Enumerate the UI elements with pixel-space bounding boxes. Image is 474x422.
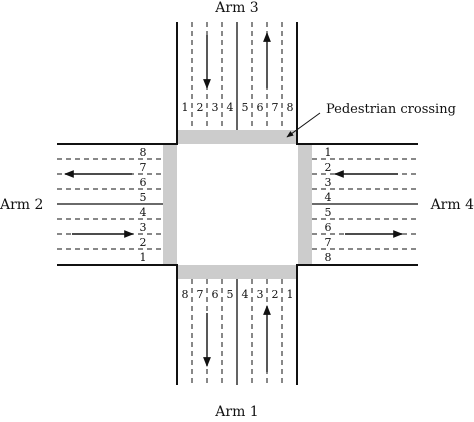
lane-numbers-south: 8 7 6 5 4 3 2 1: [182, 288, 294, 301]
lane-number: 6: [140, 176, 147, 189]
lane-number: 8: [325, 251, 332, 264]
lane-number: 8: [287, 101, 294, 114]
lane-number: 6: [325, 221, 332, 234]
lane-number: 8: [140, 146, 147, 159]
arm-label-east: Arm 4: [430, 197, 474, 213]
crossing-east: [298, 144, 312, 264]
lane-number: 2: [140, 236, 147, 249]
lane-number: 1: [287, 288, 294, 301]
lane-number: 2: [272, 288, 279, 301]
arm-label-north: Arm 3: [214, 0, 258, 16]
crossing-west: [163, 144, 177, 264]
lane-number: 5: [242, 101, 249, 114]
lane-number: 3: [140, 221, 147, 234]
lane-number: 5: [140, 191, 147, 204]
crossing-label: Pedestrian crossing: [326, 102, 456, 117]
lane-number: 5: [227, 288, 234, 301]
lane-number: 3: [325, 176, 332, 189]
road-edges: [57, 22, 418, 385]
lane-number: 7: [197, 288, 204, 301]
lane-number: 3: [212, 101, 219, 114]
arm-label-south: Arm 1: [214, 404, 258, 420]
lane-number: 3: [257, 288, 264, 301]
centre-lines: [57, 22, 418, 385]
lane-number: 6: [257, 101, 264, 114]
lane-number: 6: [212, 288, 219, 301]
edge-bottom-left: [57, 264, 178, 385]
lane-number: 4: [140, 206, 147, 219]
lane-number: 1: [182, 101, 189, 114]
lane-number: 7: [325, 236, 332, 249]
lane-number: 4: [227, 101, 234, 114]
lane-numbers-west: 8 7 6 5 4 3 2 1: [140, 146, 147, 264]
lane-number: 2: [325, 161, 332, 174]
direction-arrows: [64, 32, 403, 372]
arm-label-west: Arm 2: [0, 197, 43, 213]
crossing-south: [178, 265, 297, 279]
lane-number: 4: [325, 191, 332, 204]
lane-number: 1: [140, 251, 147, 264]
lane-number: 7: [140, 161, 147, 174]
crossing-callout-line: [286, 112, 321, 138]
lane-numbers-north: 1 2 3 4 5 6 7 8: [182, 101, 294, 114]
edge-bottom-right: [296, 264, 418, 385]
edge-top-right: [296, 22, 418, 145]
lane-number: 5: [325, 206, 332, 219]
lane-number: 2: [197, 101, 204, 114]
lane-number: 7: [272, 101, 279, 114]
lane-number: 8: [182, 288, 189, 301]
lane-number: 1: [325, 146, 332, 159]
crossing-north: [178, 130, 297, 144]
edge-top-left: [57, 22, 178, 145]
lane-number: 4: [242, 288, 249, 301]
pedestrian-crossings: [163, 130, 312, 279]
lane-numbers-east: 1 2 3 4 5 6 7 8: [325, 146, 332, 264]
